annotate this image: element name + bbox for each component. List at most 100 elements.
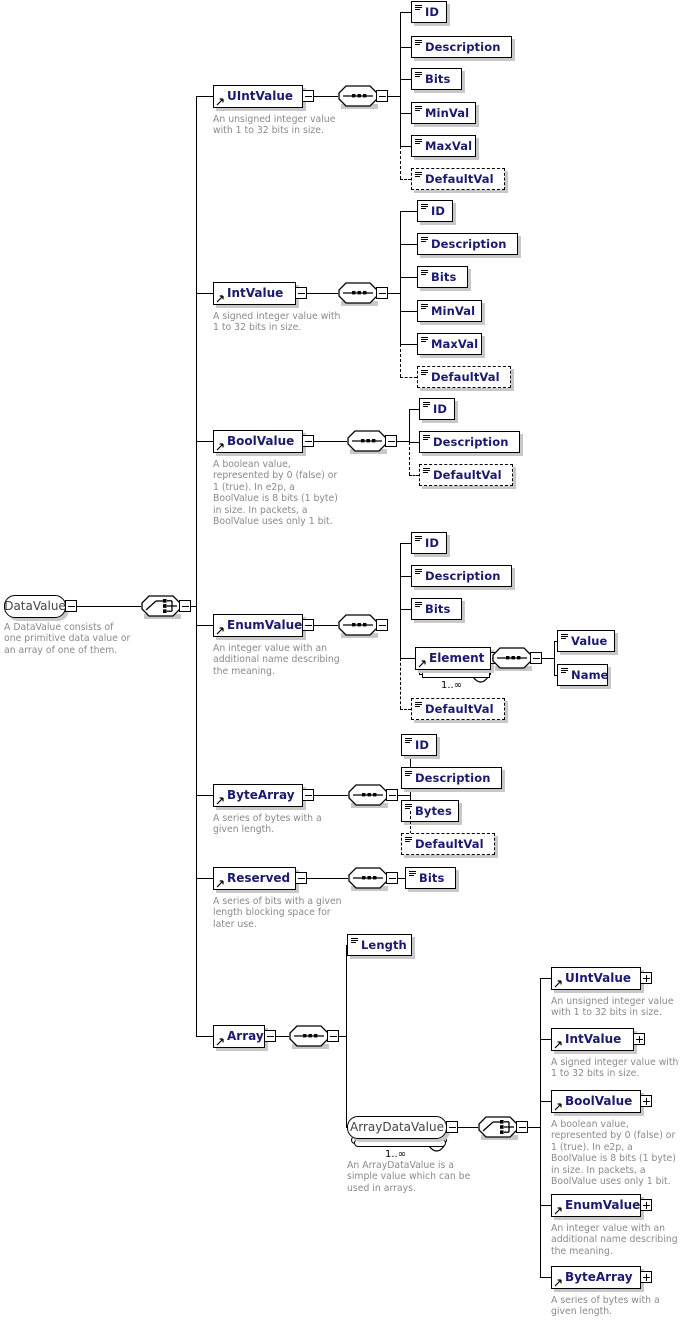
- toggle-compositor[interactable]: [376, 90, 388, 102]
- connector-line: [540, 1205, 551, 1207]
- connector-line-optional: [400, 344, 401, 377]
- connector-line-optional: [409, 442, 410, 475]
- toggle-compositor[interactable]: [385, 435, 397, 447]
- toggle-intvalue[interactable]: [295, 287, 307, 299]
- type-box-enumvalue[interactable]: EnumValue: [551, 1193, 641, 1217]
- toggle-compositor[interactable]: [179, 600, 191, 612]
- sequence-compositor-icon[interactable]: [492, 646, 532, 671]
- type-box-uintvalue[interactable]: UIntValue: [213, 84, 303, 108]
- element-box-description: Description: [401, 767, 502, 789]
- node-label: Reserved: [227, 871, 291, 885]
- element-label: DefaultVal: [431, 369, 500, 384]
- connector-line: [346, 945, 347, 947]
- toggle-bytearray[interactable]: [640, 1271, 652, 1283]
- element-label: DefaultVal: [415, 836, 484, 851]
- description-text: An integer value with an additional name…: [551, 1223, 678, 1257]
- sequence-compositor-icon[interactable]: [347, 429, 387, 454]
- element-label: Bits: [431, 269, 457, 284]
- toggle-intvalue[interactable]: [633, 1033, 645, 1045]
- toggle-array[interactable]: [264, 1030, 276, 1042]
- connector-line: [540, 1277, 551, 1279]
- type-box-element[interactable]: Element: [415, 646, 491, 670]
- element-label: MinVal: [425, 105, 470, 120]
- type-reference-arrow-icon: [554, 1102, 563, 1111]
- type-box-bytearray[interactable]: ByteArray: [551, 1265, 641, 1289]
- element-marker-icon: [415, 602, 422, 608]
- element-box-length: Length: [347, 934, 412, 956]
- toggle-enumvalue[interactable]: [302, 619, 314, 631]
- type-reference-arrow-icon: [418, 659, 427, 668]
- sequence-compositor-icon[interactable]: [348, 783, 388, 808]
- type-reference-arrow-icon: [216, 294, 225, 303]
- sequence-compositor-icon[interactable]: [289, 1024, 329, 1049]
- toggle-reserved[interactable]: [295, 872, 307, 884]
- toggle-compositor[interactable]: [516, 1121, 528, 1133]
- toggle-compositor[interactable]: [530, 652, 542, 664]
- description-text: A signed integer value with 1 to 32 bits…: [551, 1057, 679, 1080]
- element-marker-icon: [415, 72, 422, 78]
- type-box-enumvalue[interactable]: EnumValue: [213, 613, 303, 637]
- connector-line: [346, 945, 348, 1127]
- element-marker-icon: [423, 435, 430, 441]
- toggle-compositor[interactable]: [386, 789, 398, 801]
- type-box-boolvalue[interactable]: BoolValue: [213, 429, 303, 453]
- group-box-arraydatavalue[interactable]: ArrayDataValue: [347, 1115, 447, 1139]
- toggle-boolvalue[interactable]: [302, 435, 314, 447]
- group-box-datavalue[interactable]: DataValue: [4, 594, 66, 618]
- type-reference-arrow-icon: [554, 1040, 563, 1049]
- connector-line: [388, 293, 400, 295]
- toggle-arraydatavalue[interactable]: [446, 1121, 458, 1133]
- element-box-defaultval: DefaultVal: [417, 366, 511, 388]
- choice-compositor-icon[interactable]: [478, 1115, 518, 1140]
- toggle-compositor[interactable]: [327, 1030, 339, 1042]
- element-label: Description: [433, 434, 509, 449]
- sequence-compositor-icon[interactable]: [338, 281, 378, 306]
- node-label: Array: [227, 1029, 264, 1043]
- node-label: BoolValue: [227, 434, 295, 448]
- element-label: ID: [425, 535, 440, 550]
- toggle-compositor[interactable]: [376, 287, 388, 299]
- connector-line: [400, 609, 411, 611]
- type-box-reserved[interactable]: Reserved: [213, 866, 296, 890]
- element-box-id: ID: [419, 398, 455, 420]
- element-marker-icon: [421, 237, 428, 243]
- sequence-compositor-icon[interactable]: [338, 613, 378, 638]
- toggle-boolvalue[interactable]: [640, 1095, 652, 1107]
- element-marker-icon: [421, 204, 428, 210]
- type-box-array[interactable]: Array: [213, 1024, 265, 1048]
- element-label: DefaultVal: [425, 701, 494, 716]
- toggle-bytearray[interactable]: [302, 789, 314, 801]
- sequence-compositor-icon[interactable]: [338, 84, 378, 109]
- node-label: DataValue: [4, 599, 66, 613]
- toggle-compositor[interactable]: [376, 619, 388, 631]
- toggle-datavalue[interactable]: [65, 600, 77, 612]
- element-label: Length: [361, 937, 407, 952]
- connector-line: [398, 878, 405, 880]
- node-label: ArrayDataValue: [350, 1120, 444, 1134]
- element-box-id: ID: [411, 532, 447, 554]
- connector-line: [400, 79, 411, 81]
- toggle-enumvalue[interactable]: [640, 1199, 652, 1211]
- element-box-id: ID: [411, 1, 447, 23]
- toggle-compositor[interactable]: [386, 872, 398, 884]
- type-box-intvalue[interactable]: IntValue: [213, 281, 296, 305]
- type-box-uintvalue[interactable]: UIntValue: [551, 966, 641, 990]
- connector-line: [400, 576, 411, 578]
- connector-line: [196, 441, 213, 443]
- type-box-boolvalue[interactable]: BoolValue: [551, 1089, 641, 1113]
- element-box-bits: Bits: [411, 598, 462, 620]
- type-box-bytearray[interactable]: ByteArray: [213, 783, 303, 807]
- type-box-intvalue[interactable]: IntValue: [551, 1027, 634, 1051]
- element-marker-icon: [405, 837, 412, 843]
- toggle-uintvalue[interactable]: [302, 90, 314, 102]
- connector-line-optional: [400, 709, 411, 710]
- connector-line: [400, 12, 411, 14]
- element-label: Description: [431, 236, 507, 251]
- toggle-uintvalue[interactable]: [640, 972, 652, 984]
- sequence-compositor-icon[interactable]: [348, 866, 388, 891]
- element-marker-icon: [415, 106, 422, 112]
- element-marker-icon: [423, 402, 430, 408]
- element-marker-icon: [561, 634, 568, 640]
- choice-compositor-icon-root[interactable]: [141, 594, 181, 619]
